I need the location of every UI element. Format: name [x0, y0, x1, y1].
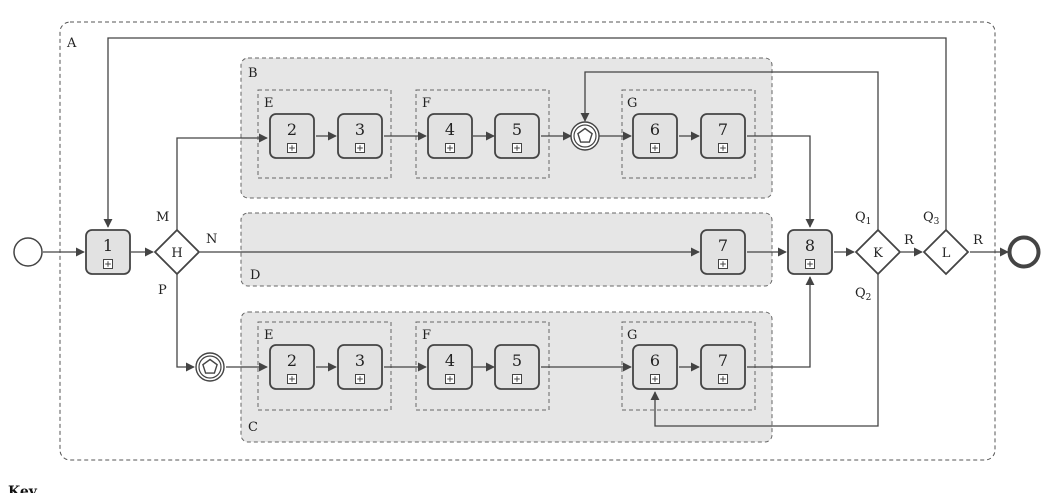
task-b-7: 7	[700, 113, 746, 159]
start-event	[13, 237, 43, 267]
flow-label-q2-sub: 2	[866, 293, 872, 303]
group-c-f	[415, 321, 550, 411]
flow-c7-to-8	[747, 276, 815, 368]
task-c-2: 2	[269, 344, 315, 390]
svg-text:7: 7	[718, 236, 728, 255]
gateway-l-label: L	[942, 246, 951, 261]
task-b-4: 4	[427, 113, 473, 159]
group-c-e-label: E	[264, 328, 274, 343]
flow-h-m-branch	[176, 133, 268, 230]
subprocess-plus-icon	[650, 374, 660, 384]
task-c-5: 5	[494, 344, 540, 390]
intermediate-event-b	[570, 121, 600, 151]
task-b-5: 5	[494, 113, 540, 159]
subprocess-plus-icon	[445, 143, 455, 153]
svg-text:3: 3	[355, 120, 365, 139]
subprocess-plus-icon	[445, 374, 455, 384]
group-b-e-label: E	[264, 96, 274, 111]
task-1-label: 1	[103, 236, 113, 255]
svg-text:4: 4	[445, 351, 455, 370]
svg-text:7: 7	[718, 351, 728, 370]
flow-label-q1: Q1	[855, 210, 871, 227]
task-d-7: 7	[700, 229, 746, 275]
group-c-g	[621, 321, 756, 411]
svg-text:6: 6	[650, 120, 660, 139]
flow-label-n: N	[206, 232, 217, 247]
flow-label-r1: R	[904, 233, 915, 248]
container-a-label: A	[66, 36, 77, 51]
flow-label-q3-sub: 3	[934, 217, 940, 227]
container-a	[59, 21, 996, 461]
flow-label-q3: Q3	[923, 210, 940, 227]
svg-text:6: 6	[650, 351, 660, 370]
group-b-f	[415, 89, 550, 179]
svg-text:3: 3	[355, 351, 365, 370]
gateway-h-label: H	[171, 246, 182, 261]
task-c-3: 3	[337, 344, 383, 390]
subprocess-plus-icon	[355, 374, 365, 384]
pool-d-label: D	[250, 268, 260, 283]
svg-text:4: 4	[445, 120, 455, 139]
group-b-g	[621, 89, 756, 179]
sequence-flows	[43, 37, 1009, 427]
task-b-6: 6	[632, 113, 678, 159]
flow-label-r2: R	[973, 233, 984, 248]
group-b-e	[257, 89, 392, 179]
svg-text:7: 7	[718, 120, 728, 139]
svg-text:2: 2	[287, 120, 297, 139]
flow-label-m: M	[156, 210, 169, 225]
group-c-f-label: F	[422, 328, 431, 343]
gateway-k-label: K	[873, 246, 883, 261]
subprocess-plus-icon	[355, 143, 365, 153]
pool-c-label: C	[248, 420, 258, 435]
end-event	[1007, 235, 1041, 269]
pool-d	[240, 212, 773, 287]
task-8: 8	[787, 229, 833, 275]
task-1: 1	[85, 229, 131, 275]
group-c-e	[257, 321, 392, 411]
svg-text:5: 5	[512, 351, 522, 370]
svg-text:2: 2	[287, 351, 297, 370]
key-heading: Key	[8, 484, 38, 493]
subprocess-plus-icon	[103, 259, 113, 269]
subprocess-plus-icon	[287, 374, 297, 384]
group-b-g-label: G	[627, 96, 637, 111]
task-c-4: 4	[427, 344, 473, 390]
svg-text:8: 8	[805, 236, 815, 255]
svg-text:5: 5	[512, 120, 522, 139]
subprocess-plus-icon	[512, 143, 522, 153]
flow-label-q1-sub: 1	[866, 217, 872, 227]
subprocess-plus-icon	[718, 374, 728, 384]
group-c-g-label: G	[627, 328, 637, 343]
flow-label-q2: Q2	[855, 286, 871, 303]
pentagon-icon	[202, 358, 218, 374]
pool-b-label: B	[248, 66, 258, 81]
flow-k-q1-loop	[580, 71, 879, 230]
subprocess-plus-icon	[287, 143, 297, 153]
subprocess-plus-icon	[718, 143, 728, 153]
flow-l-q3-loop	[103, 37, 947, 230]
subprocess-plus-icon	[718, 259, 728, 269]
pentagon-icon	[577, 127, 593, 143]
group-b-f-label: F	[422, 96, 431, 111]
task-b-2: 2	[269, 113, 315, 159]
flow-k-q2-loop	[650, 274, 879, 427]
gateway-l: L	[922, 228, 970, 276]
task-b-3: 3	[337, 113, 383, 159]
flow-b7-to-8	[747, 135, 815, 228]
task-c-6: 6	[632, 344, 678, 390]
flow-label-p: P	[158, 283, 167, 298]
gateway-k: K	[854, 228, 902, 276]
subprocess-plus-icon	[512, 374, 522, 384]
gateway-h: H	[153, 228, 201, 276]
subprocess-plus-icon	[805, 259, 815, 269]
flow-h-p-branch	[176, 274, 195, 372]
intermediate-event-c	[195, 352, 225, 382]
task-c-7: 7	[700, 344, 746, 390]
subprocess-plus-icon	[650, 143, 660, 153]
